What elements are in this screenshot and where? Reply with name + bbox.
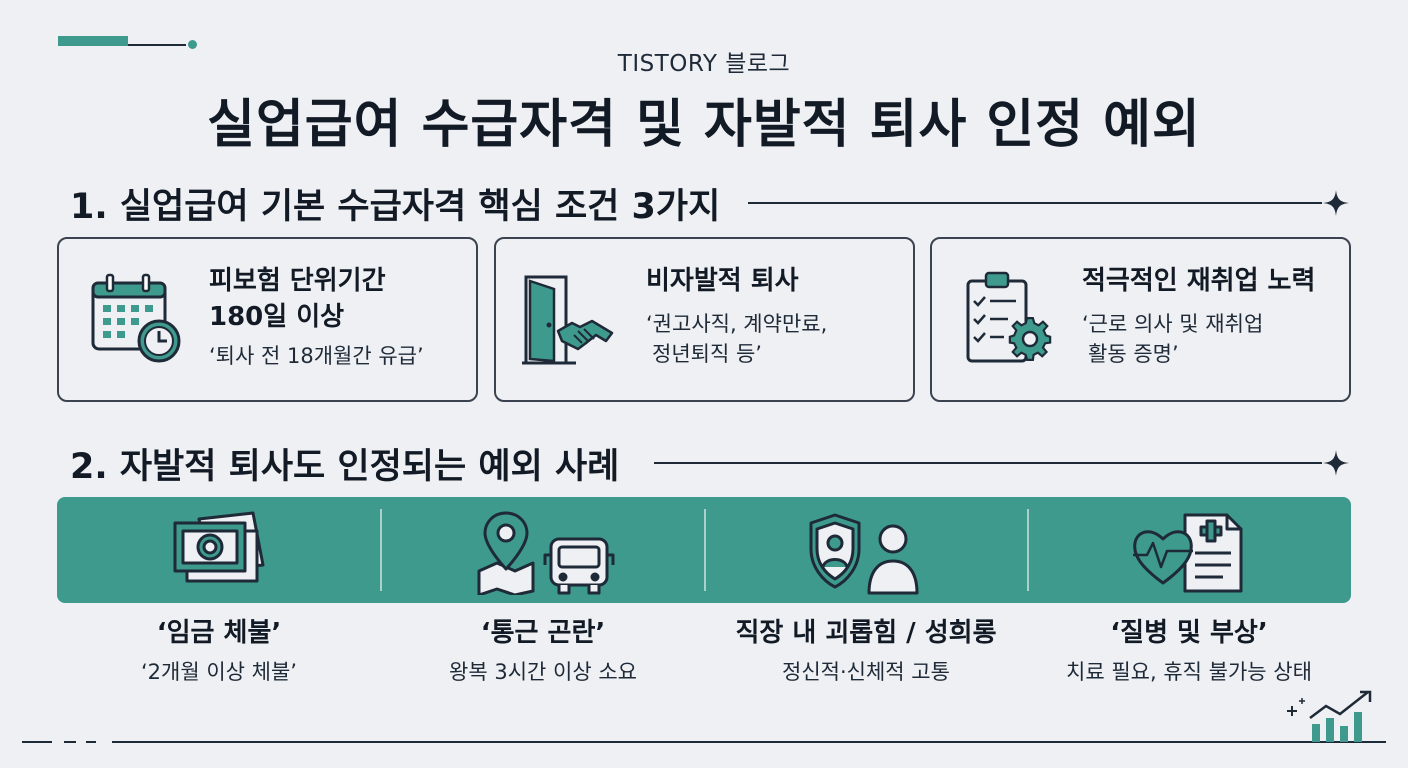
exceptions-icon-band <box>57 497 1351 603</box>
card-title-line2: 180일 이상 <box>209 302 345 332</box>
card-description: ‘근로 의사 및 재취업 <box>1082 312 1264 336</box>
exception-illness: ‘질병 및 부상’ 치료 필요, 휴직 불가능 상태 <box>1027 614 1351 688</box>
exception-description: 왕복 3시간 이상 소요 <box>449 660 637 684</box>
door-handshake-icon <box>522 275 614 365</box>
exception-description: 정신적·신체적 고통 <box>782 660 950 684</box>
calendar-clock-icon <box>91 273 181 363</box>
top-decoration <box>58 36 198 50</box>
checklist-gear-icon <box>966 271 1052 363</box>
exception-commute: ‘통근 곤란’ 왕복 3시간 이상 소요 <box>381 614 705 688</box>
card-description-line2: 활동 증명’ <box>1088 342 1179 366</box>
sparkle-icon <box>1323 450 1349 476</box>
condition-card-insured-period: 피보험 단위기간 180일 이상 ‘퇴사 전 18개월간 유급’ <box>57 237 478 402</box>
section1-heading-row: 1. 실업급여 기본 수급자격 핵심 조건 3가지 <box>70 181 720 227</box>
condition-card-involuntary: 비자발적 퇴사 ‘권고사직, 계약만료, 정년퇴직 등’ <box>494 237 915 402</box>
card-title: 피보험 단위기간 <box>209 266 386 296</box>
page-title: 실업급여 수급자격 및 자발적 퇴사 인정 예외 <box>207 95 1201 155</box>
shield-person-icon <box>809 513 919 595</box>
exception-title: ‘임금 체불’ <box>156 618 282 648</box>
exception-unpaid-wages: ‘임금 체불’ ‘2개월 이상 체불’ <box>57 614 381 688</box>
exception-title: 직장 내 괴롭힘 / 성희롱 <box>735 618 997 648</box>
card-description: ‘권고사직, 계약만료, <box>646 312 828 336</box>
section1-divider <box>748 202 1322 204</box>
section2-heading-row: 2. 자발적 퇴사도 인정되는 예외 사례 <box>70 441 619 487</box>
map-bus-icon <box>477 511 615 595</box>
card-title: 비자발적 퇴사 <box>646 266 799 296</box>
money-icon <box>173 511 265 583</box>
exception-title: ‘질병 및 부상’ <box>1110 618 1268 648</box>
exception-title: ‘통근 곤란’ <box>480 618 606 648</box>
section2-heading: 2. 자발적 퇴사도 인정되는 예외 사례 <box>70 446 620 487</box>
card-description-line2: 정년퇴직 등’ <box>652 342 762 366</box>
blog-label: TISTORY 블로그 <box>617 51 791 77</box>
section1-heading: 1. 실업급여 기본 수급자격 핵심 조건 3가지 <box>70 186 721 227</box>
section2-divider <box>654 462 1322 464</box>
sparkle-icon <box>1323 190 1349 216</box>
heart-medical-icon <box>1133 513 1243 593</box>
exception-description: ‘2개월 이상 체불’ <box>141 660 297 684</box>
card-title: 적극적인 재취업 노력 <box>1082 266 1316 296</box>
growth-chart-icon <box>1287 690 1372 742</box>
bottom-divider <box>22 741 1386 743</box>
card-description: ‘퇴사 전 18개월간 유급’ <box>209 344 424 368</box>
exception-description: 치료 필요, 휴직 불가능 상태 <box>1066 660 1312 684</box>
condition-card-reemployment: 적극적인 재취업 노력 ‘근로 의사 및 재취업 활동 증명’ <box>930 237 1351 402</box>
exception-harassment: 직장 내 괴롭힘 / 성희롱 정신적·신체적 고통 <box>704 614 1028 688</box>
